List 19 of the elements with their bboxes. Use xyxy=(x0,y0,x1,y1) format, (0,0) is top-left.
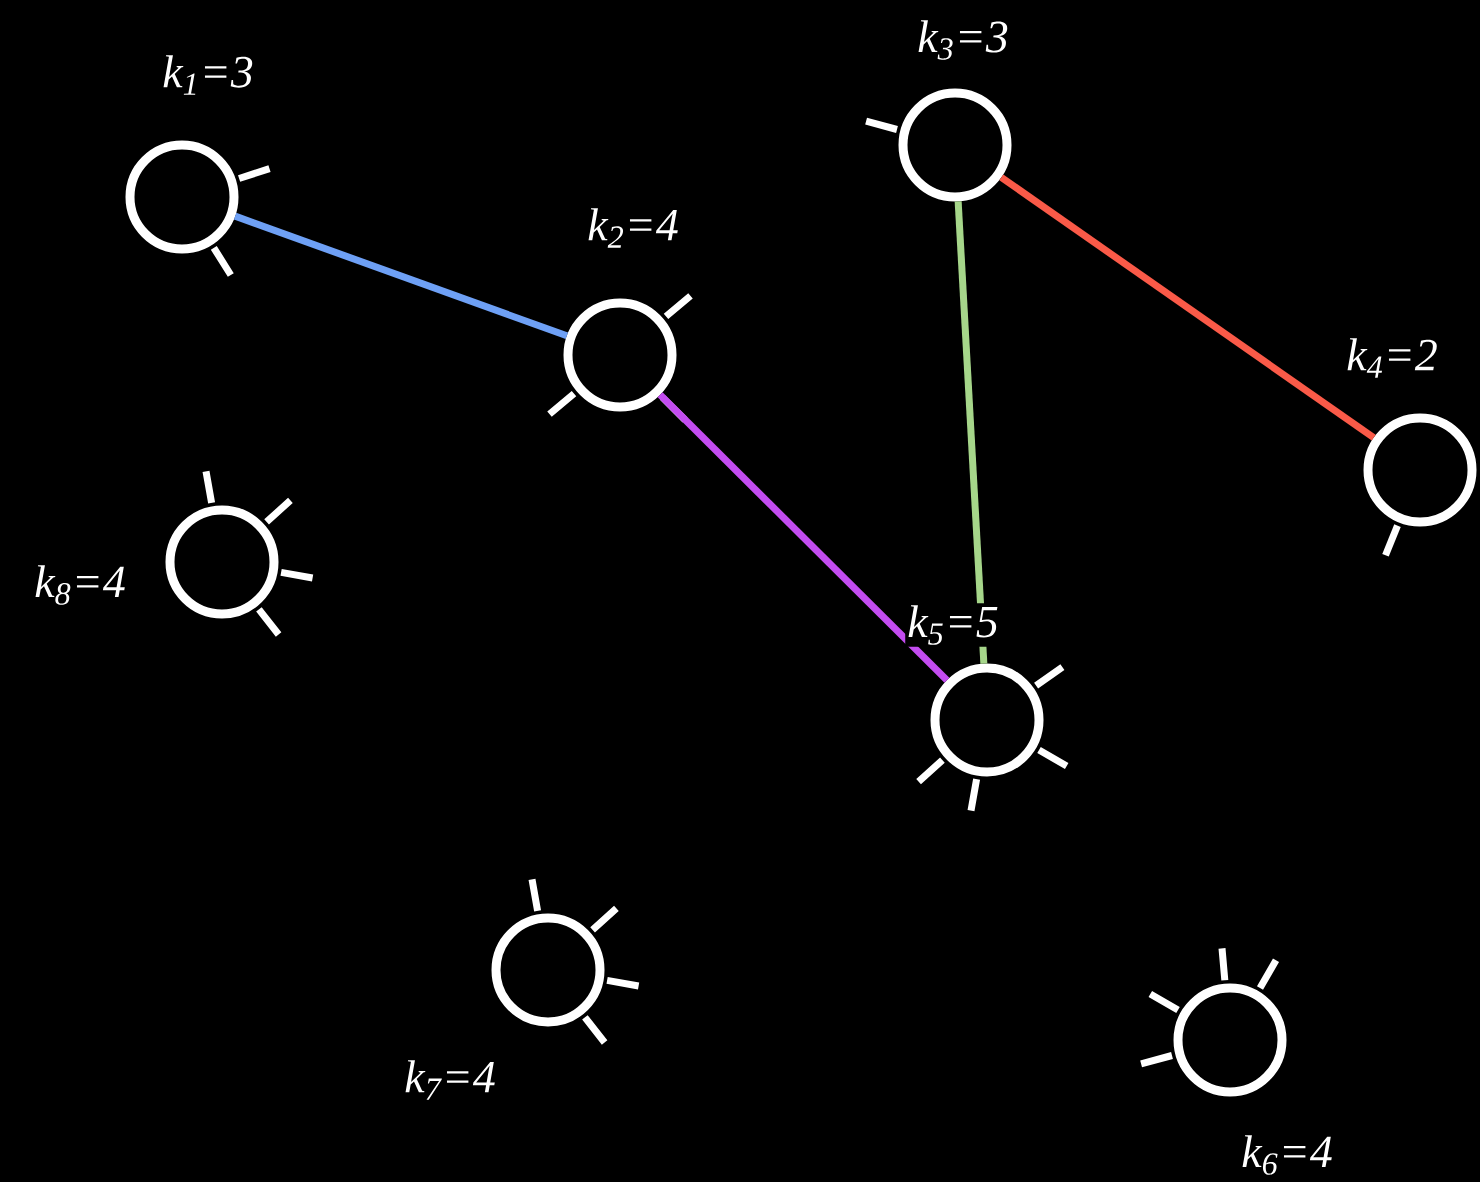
degree-label: k$_{8}$=4 xyxy=(32,563,128,607)
node-circle xyxy=(491,913,605,1027)
edge-line xyxy=(233,212,569,340)
node-circle xyxy=(898,88,1012,202)
degree-label: k$_{2}$=4 xyxy=(585,206,681,250)
degree-label: k$_{3}$=3 xyxy=(915,18,1011,62)
node-circle xyxy=(165,505,279,619)
node-circle xyxy=(125,140,239,254)
node-circle xyxy=(930,663,1044,777)
node-circle xyxy=(563,298,677,412)
degree-label: k$_{4}$=2 xyxy=(1344,336,1440,380)
edge-line xyxy=(999,174,1376,441)
degree-label: k$_{5}$=5 xyxy=(905,603,1001,647)
degree-label: k$_{7}$=4 xyxy=(402,1058,498,1102)
node-circle xyxy=(1363,413,1477,527)
degree-label: k$_{6}$=4 xyxy=(1239,1133,1335,1177)
edge-line xyxy=(657,392,950,683)
node-circle xyxy=(1173,983,1287,1097)
degree-label: k$_{1}$=3 xyxy=(160,53,256,97)
